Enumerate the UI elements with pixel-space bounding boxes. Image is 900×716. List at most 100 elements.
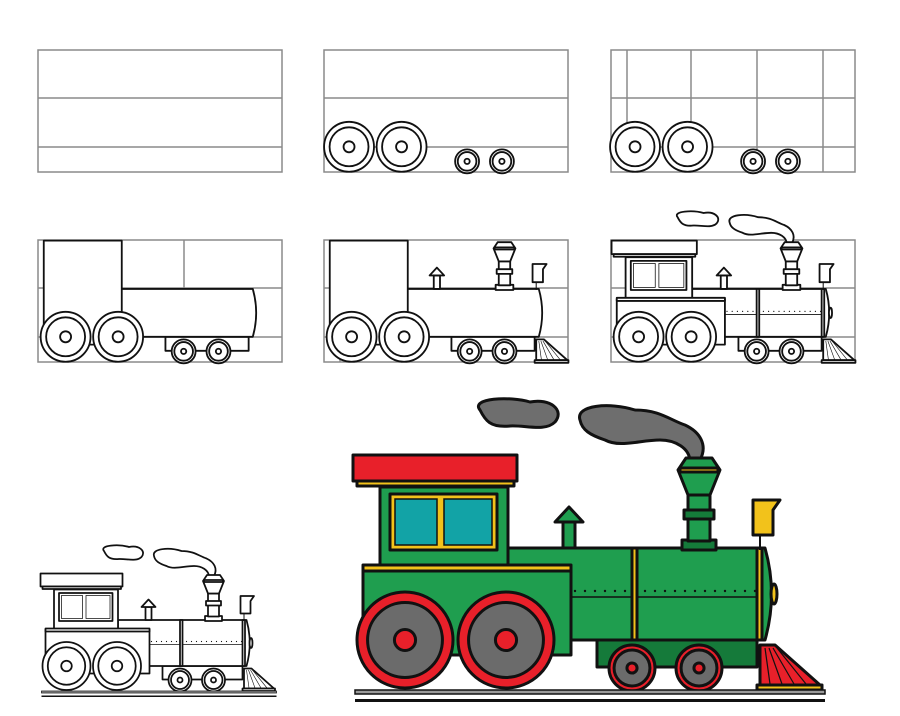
rivet — [623, 589, 627, 593]
roof-trim — [355, 479, 516, 488]
window-pane — [658, 263, 685, 288]
dome-cap — [140, 598, 157, 608]
rivet — [767, 310, 770, 312]
boiler — [118, 288, 258, 338]
rivet — [693, 589, 697, 593]
rivet — [573, 589, 577, 593]
step-3-wheels — [609, 120, 801, 175]
rivet — [205, 640, 208, 643]
cowcatcher-slat — [831, 340, 848, 360]
wheel-axle — [463, 157, 471, 165]
cowcatcher-base — [820, 359, 857, 364]
wheel-axle — [214, 347, 223, 355]
wheel-axle — [632, 330, 646, 344]
rivet — [190, 640, 193, 643]
wheel-axle — [345, 330, 359, 344]
cowcatcher-slat — [768, 647, 783, 685]
rivet — [583, 589, 587, 593]
wheel-axle — [397, 330, 411, 344]
rail — [354, 689, 826, 695]
cowcatcher-slat — [252, 669, 268, 689]
grid-frame — [37, 239, 283, 363]
dome-cap — [553, 505, 585, 524]
rivet — [150, 640, 153, 643]
wheel-axle — [684, 330, 698, 344]
wheel-axle — [180, 347, 188, 355]
rivet — [703, 589, 707, 593]
chimney-trim — [493, 246, 516, 251]
wheel-axle — [498, 157, 506, 165]
wheel-axle — [784, 157, 792, 165]
boiler — [404, 288, 544, 338]
grid-frame — [323, 239, 569, 363]
rail — [41, 695, 277, 697]
cab-trim — [44, 627, 151, 633]
window-pane — [633, 263, 656, 288]
step-7-train — [39, 544, 277, 697]
rivet — [783, 310, 785, 312]
window-pane — [394, 498, 438, 546]
rivet — [726, 310, 728, 312]
rivet — [165, 640, 168, 643]
boiler-band — [755, 546, 764, 642]
smoke-puff-icon — [476, 397, 560, 429]
cowcatcher-slat — [538, 340, 542, 360]
rivet — [741, 310, 744, 312]
rivet — [793, 310, 796, 312]
rivet — [713, 589, 717, 593]
rivet — [603, 589, 607, 593]
wheel-axle — [210, 676, 217, 684]
chimney-top — [779, 241, 804, 263]
rivet — [743, 589, 747, 593]
steam-dome — [432, 274, 441, 290]
window-pane — [85, 595, 111, 619]
steam-dome — [144, 606, 153, 621]
wheel-axle — [749, 157, 757, 165]
cowcatcher-slat — [248, 669, 256, 689]
rivet — [663, 589, 667, 593]
rivet — [731, 310, 733, 312]
rivet — [155, 640, 158, 643]
cowcatcher-slat — [542, 340, 555, 360]
chimney-top — [202, 574, 225, 595]
lamp-icon — [751, 498, 782, 537]
wheel-axle — [392, 627, 418, 653]
rail — [355, 699, 825, 702]
wheel-axle — [176, 676, 184, 684]
cab-roof — [39, 572, 124, 588]
cowcatcher-slat — [827, 340, 835, 360]
wheel-axle — [59, 330, 73, 344]
wheel-axle — [500, 347, 509, 355]
boiler-band — [755, 288, 761, 338]
cab-roof — [351, 453, 519, 483]
rivet — [220, 640, 223, 643]
step-6-train — [610, 210, 857, 365]
wheel-axle — [342, 140, 356, 154]
wheel-axle — [628, 140, 642, 154]
headlight-rim — [769, 582, 779, 606]
cowcatcher-slat — [250, 669, 262, 689]
rivet — [175, 640, 178, 643]
window-pane — [443, 498, 493, 546]
window-pane — [61, 595, 83, 619]
rivet — [643, 589, 647, 593]
rivet — [788, 310, 791, 312]
rivet — [683, 589, 687, 593]
grid-frame — [323, 49, 569, 173]
step-5-train — [325, 239, 570, 365]
rivet — [613, 589, 617, 593]
rivet — [778, 310, 780, 312]
chimney-top — [492, 241, 517, 263]
smoke-puff-icon — [675, 210, 720, 228]
wheel-axle — [60, 659, 73, 673]
grid-frame — [37, 49, 283, 173]
rivet — [195, 640, 198, 643]
wheel-axle — [787, 347, 796, 355]
wheel-axle — [493, 627, 519, 653]
rivet — [215, 640, 218, 643]
rivet — [593, 589, 597, 593]
wheel-axle — [395, 140, 408, 154]
smoke-puff-icon — [102, 544, 144, 561]
